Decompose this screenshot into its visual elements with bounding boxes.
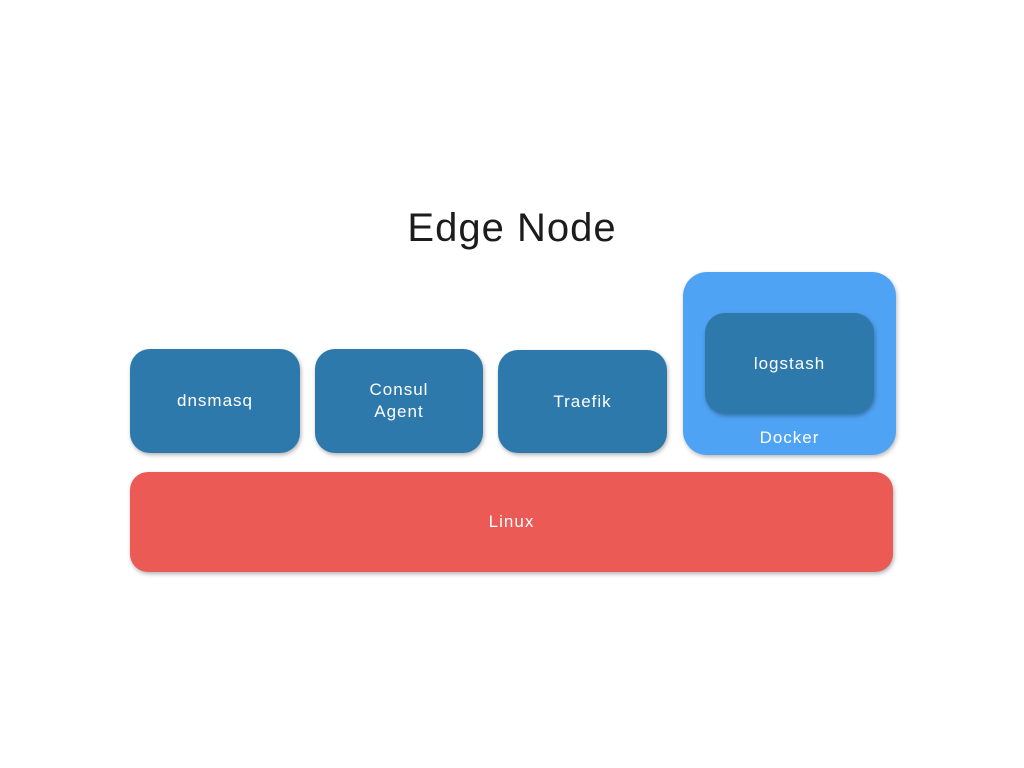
diagram-title: Edge Node [407, 206, 617, 250]
node-consul-agent-label: Consul Agent [369, 380, 429, 421]
node-linux: Linux [130, 472, 893, 572]
container-docker-label: Docker [759, 428, 820, 447]
node-logstash: logstash [705, 313, 874, 414]
node-traefik-label: Traefik [553, 391, 612, 411]
node-consul-agent: Consul Agent [315, 349, 483, 453]
node-dnsmasq: dnsmasq [130, 349, 300, 453]
node-traefik: Traefik [498, 350, 667, 453]
node-linux-label: Linux [488, 512, 535, 532]
node-dnsmasq-label: dnsmasq [177, 391, 253, 411]
node-logstash-label: logstash [753, 353, 826, 373]
container-docker: logstash Docker [683, 272, 896, 455]
